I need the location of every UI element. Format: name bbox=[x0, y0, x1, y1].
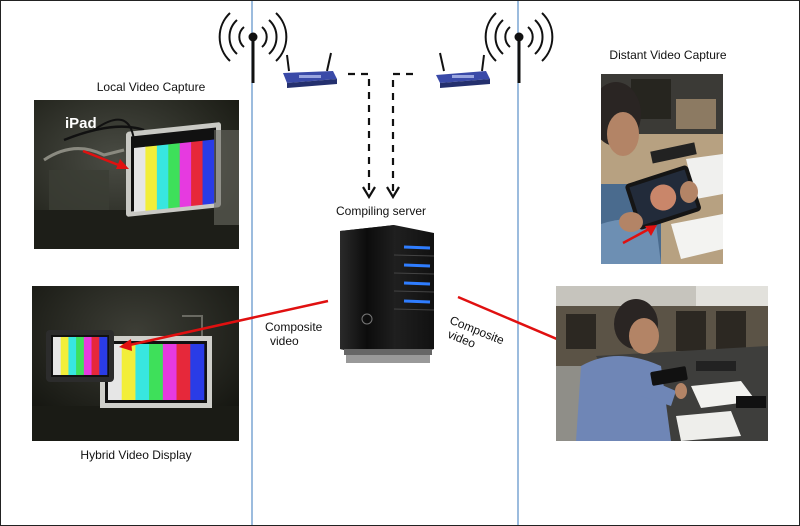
hybrid-display-photo bbox=[32, 286, 239, 441]
local-color-bar-1 bbox=[145, 145, 158, 211]
left-dashed-arrowhead bbox=[362, 186, 376, 200]
hybrid-color-bar-1 bbox=[121, 344, 136, 400]
right-dashed-arrowhead bbox=[386, 186, 400, 200]
hybrid-color-bar-6 bbox=[190, 344, 205, 400]
composite-left-label-line1: Composite bbox=[265, 320, 323, 334]
local-ipad-red-arrow bbox=[82, 149, 122, 168]
hybrid-ipad-color-bar-0 bbox=[53, 337, 62, 375]
local-color-bar-5 bbox=[191, 140, 203, 206]
hybrid-ipad-color-bar-3 bbox=[76, 337, 85, 375]
hybrid-ipad-color-bar-2 bbox=[68, 337, 77, 375]
hybrid-ipad-color-bar-6 bbox=[99, 337, 108, 375]
local-color-bar-0 bbox=[134, 146, 146, 212]
hybrid-ipad-color-bar-4 bbox=[83, 337, 92, 375]
local-capture-label: Local Video Capture bbox=[96, 80, 206, 94]
ipad-label: iPad bbox=[65, 115, 97, 132]
hybrid-color-bar-3 bbox=[149, 344, 164, 400]
local-color-bar-3 bbox=[168, 143, 181, 209]
left-antenna-icon bbox=[218, 12, 288, 83]
hybrid-display-label: Hybrid Video Display bbox=[80, 448, 192, 462]
server-icon bbox=[334, 221, 439, 366]
local-color-bars bbox=[134, 139, 215, 212]
local-color-bar-4 bbox=[179, 141, 192, 208]
right-antenna-icon bbox=[484, 12, 554, 83]
local-ipad-red-arrowhead bbox=[116, 159, 129, 169]
hybrid-large-color-bars bbox=[108, 344, 205, 400]
left-router-icon bbox=[283, 52, 337, 88]
composite-left-arrowhead bbox=[119, 339, 132, 351]
left-dashed-arrow bbox=[348, 72, 371, 191]
right-router-icon bbox=[436, 52, 490, 88]
hybrid-ipad-color-bars bbox=[53, 337, 108, 375]
local-color-bar-2 bbox=[156, 144, 169, 210]
distant-display-photo bbox=[556, 286, 768, 441]
hybrid-color-bar-5 bbox=[176, 344, 191, 400]
hybrid-color-bar-2 bbox=[135, 344, 150, 400]
local-capture-photo bbox=[34, 100, 239, 249]
hybrid-ipad-color-bar-1 bbox=[60, 337, 69, 375]
distant-ipad-red-arrow bbox=[622, 227, 650, 245]
compiling-server-label: Compiling server bbox=[335, 204, 427, 218]
hybrid-color-bar-4 bbox=[162, 344, 177, 400]
distant-ipad-red-arrowhead bbox=[645, 225, 657, 236]
composite-left-label-line2: video bbox=[270, 334, 299, 348]
composite-left-arrow bbox=[124, 299, 329, 348]
distant-capture-label: Distant Video Capture bbox=[609, 48, 727, 62]
distant-capture-photo bbox=[601, 74, 723, 264]
local-color-bar-6 bbox=[202, 139, 215, 205]
hybrid-ipad-color-bar-5 bbox=[91, 337, 100, 375]
right-dashed-arrow bbox=[391, 72, 413, 191]
